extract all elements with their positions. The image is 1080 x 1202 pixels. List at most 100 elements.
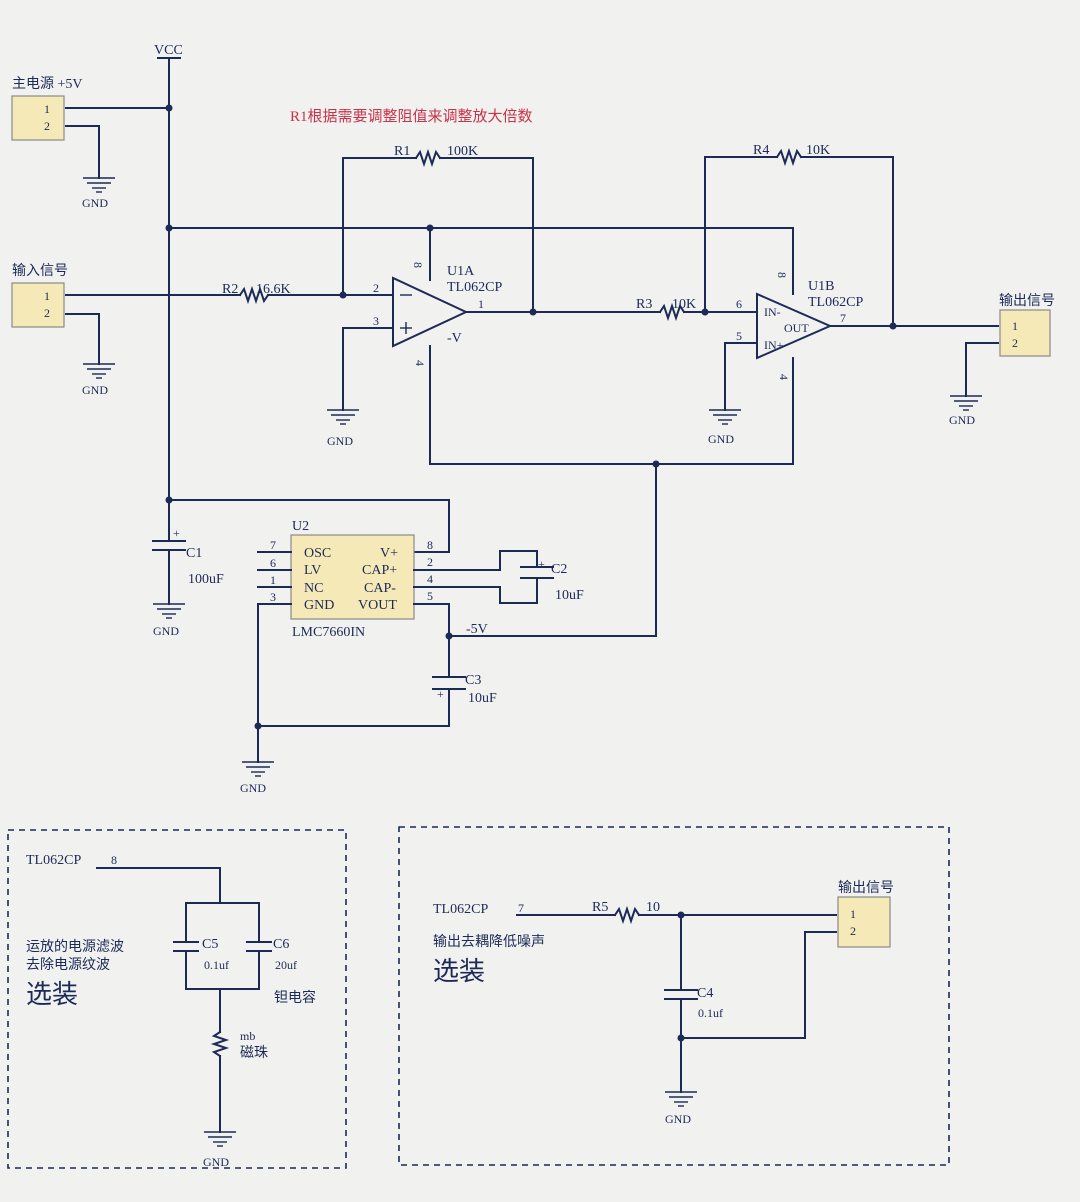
gnd-label: GND	[240, 781, 266, 795]
box-right-pin: 7	[518, 901, 524, 915]
capacitor-c2: + C2 10uF	[499, 550, 584, 604]
u1a-pin-out: 1	[478, 297, 484, 311]
optional-power-filter-box: TL062CP 8 GND C5 0.1uf C6 20uf 钽电容 mb 磁珠…	[7, 829, 347, 1169]
u1b-ref: U1B	[808, 279, 834, 294]
plus-icon: +	[538, 557, 545, 571]
gnd-label: GND	[665, 1112, 691, 1126]
c5-ref: C5	[202, 937, 218, 952]
r2-value: 16.6K	[256, 282, 291, 297]
plus-icon: +	[173, 526, 180, 540]
r1-ref: R1	[394, 144, 410, 159]
c5-value: 0.1uf	[204, 958, 229, 972]
u2-pin-capminus: 4	[427, 572, 433, 586]
pin-2: 2	[44, 306, 50, 320]
resistor-r4: R4 10K	[704, 143, 894, 327]
c6-note: 钽电容	[274, 989, 316, 1006]
gnd-label: GND	[153, 624, 179, 638]
gnd-label: GND	[203, 1155, 229, 1169]
u1b-out-label: OUT	[784, 321, 809, 335]
neg5v-label: -5V	[466, 622, 488, 637]
ground-icon	[327, 409, 359, 425]
r1-value: 100K	[447, 144, 478, 159]
bead-ref: mb	[240, 1029, 255, 1043]
ground-icon	[709, 409, 741, 425]
u1a-pin-vneg: 4	[413, 360, 427, 366]
u1a-part: TL062CP	[447, 280, 502, 295]
c1-ref: C1	[186, 546, 202, 561]
box-left-desc2: 去除电源纹波	[26, 957, 110, 973]
box-right-optional: 选装	[433, 957, 485, 986]
u2-vout: VOUT	[358, 598, 397, 613]
c2-value: 10uF	[555, 588, 584, 603]
u2-pin-gnd: 3	[270, 590, 276, 604]
u2-nc: NC	[304, 581, 323, 596]
c1-value: 100uF	[188, 572, 224, 587]
u1b-pin-minus: 6	[736, 297, 742, 311]
resistor-r1: R1 100K	[342, 144, 534, 313]
pin-2: 2	[1012, 336, 1018, 350]
u2-capminus: CAP-	[364, 581, 396, 596]
ground-icon	[153, 603, 185, 619]
main-power-connector: 主电源 +5V 1 2 GND	[11, 76, 115, 210]
r3-value: 10K	[672, 297, 696, 312]
gnd-label: GND	[949, 413, 975, 427]
capacitor-c1: + C1 100uF GND	[152, 526, 224, 638]
vcc-net: VCC	[65, 43, 794, 553]
pin-2: 2	[44, 119, 50, 133]
u1b-pin-out: 7	[840, 311, 846, 325]
u2-pin-vplus: 8	[427, 538, 433, 552]
output-signal-label: 输出信号	[838, 880, 894, 896]
r3-ref: R3	[636, 297, 652, 312]
ic-u2-lmc7660: U2 LMC7660IN 7 OSC 6 LV 1 NC 3 GND 8 V+ …	[240, 519, 501, 795]
input-signal-label: 输入信号	[12, 263, 68, 279]
u2-vplus: V+	[380, 546, 398, 561]
input-signal-connector: 输入信号 1 2 GND	[11, 263, 241, 397]
gnd-label: GND	[708, 432, 734, 446]
u1a-pin-vpos: 8	[411, 262, 425, 268]
ground-icon	[665, 1091, 697, 1107]
pin-1: 1	[850, 907, 856, 921]
u1b-in-plus: IN+	[764, 338, 784, 352]
capacitor-c3: + C3 10uF	[432, 673, 497, 706]
neg5v-net: -5V	[429, 460, 794, 640]
r4-ref: R4	[753, 143, 769, 158]
ground-icon	[83, 363, 115, 379]
u1b-part: TL062CP	[808, 295, 863, 310]
u1b-pin-vneg: 4	[777, 374, 791, 380]
c2-ref: C2	[551, 562, 567, 577]
u1b-pin-plus: 5	[736, 329, 742, 343]
u1b-in-minus: IN-	[764, 305, 781, 319]
u1a-pin-minus: 2	[373, 281, 379, 295]
gnd-label: GND	[327, 434, 353, 448]
pin-1: 1	[1012, 319, 1018, 333]
resistor-r3: R3 10K	[636, 297, 757, 322]
gain-note: R1根据需要调整阻值来调整放大倍数	[290, 108, 533, 125]
r5-value: 10	[646, 900, 660, 915]
ground-icon	[83, 177, 115, 193]
main-power-label: 主电源 +5V	[12, 76, 83, 92]
ground-icon	[204, 1131, 236, 1147]
c4-ref: C4	[697, 986, 713, 1001]
u2-pin-capplus: 2	[427, 555, 433, 569]
u2-osc: OSC	[304, 546, 331, 561]
box-right-part: TL062CP	[433, 902, 488, 917]
ground-icon	[950, 395, 982, 411]
pin-1: 1	[44, 289, 50, 303]
c6-value: 20uf	[275, 958, 297, 972]
output-signal-label: 输出信号	[999, 293, 1055, 309]
u2-gnd: GND	[304, 598, 334, 613]
u1a-pin-plus: 3	[373, 314, 379, 328]
box-left-optional: 选装	[26, 980, 78, 1009]
vcc-label: VCC	[154, 43, 183, 58]
r4-value: 10K	[806, 143, 830, 158]
r5-ref: R5	[592, 900, 608, 915]
u2-pin-nc: 1	[270, 573, 276, 587]
pin-2: 2	[850, 924, 856, 938]
c3-ref: C3	[465, 673, 481, 688]
u1a-ref: U1A	[447, 264, 475, 279]
r2-ref: R2	[222, 282, 238, 297]
u2-lv: LV	[304, 563, 321, 578]
gnd-label: GND	[82, 383, 108, 397]
u2-capplus: CAP+	[362, 563, 397, 578]
